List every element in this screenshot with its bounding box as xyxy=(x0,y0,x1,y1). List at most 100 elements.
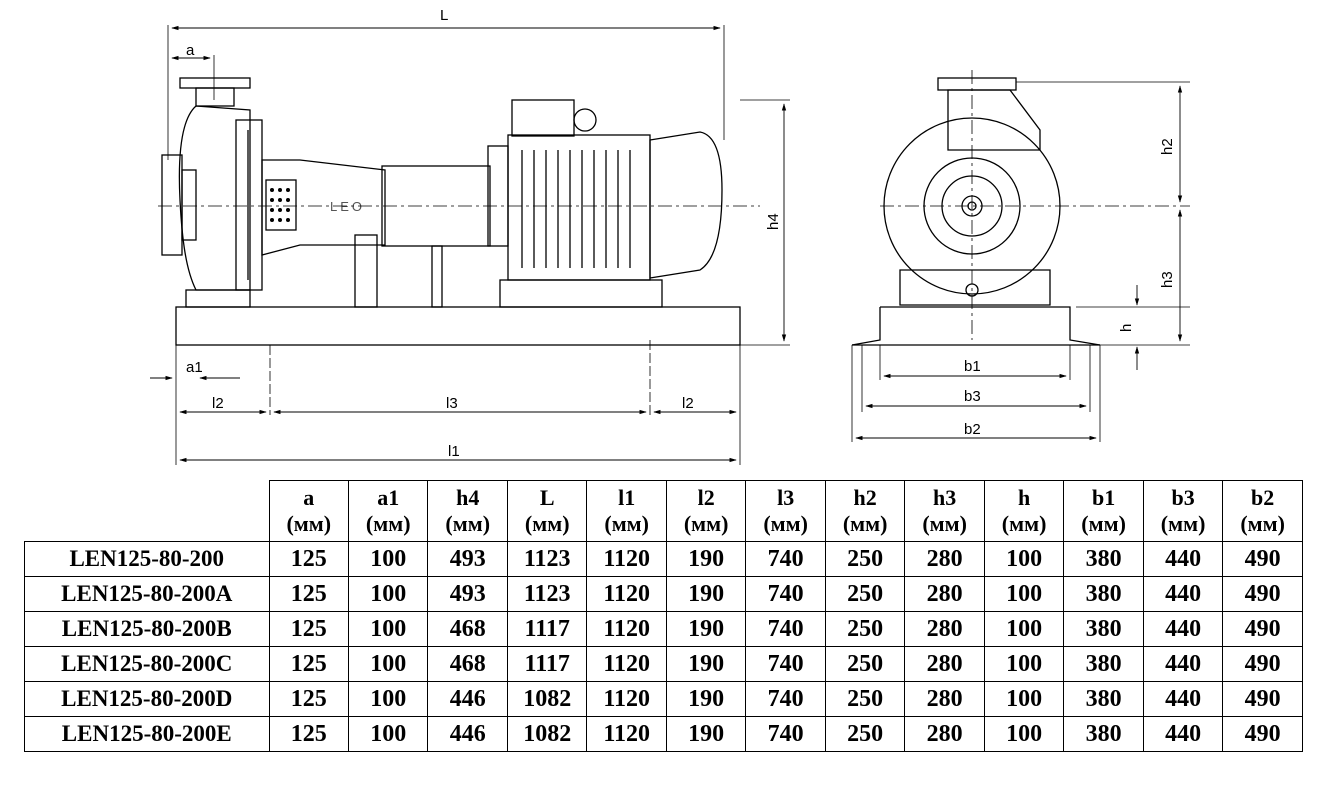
value-cell: 1120 xyxy=(586,716,667,752)
value-cell: 1123 xyxy=(506,576,588,612)
column-header: b3(мм) xyxy=(1142,480,1224,542)
dim-label-h3: h3 xyxy=(1159,271,1176,288)
front-view xyxy=(851,70,1190,442)
value-cell: 740 xyxy=(745,646,826,682)
dim-label-b2: b2 xyxy=(964,421,981,438)
value-cell: 125 xyxy=(268,681,350,717)
value-cell: 1120 xyxy=(586,541,667,577)
value-cell: 380 xyxy=(1063,681,1144,717)
value-cell: 100 xyxy=(347,681,429,717)
value-cell: 1117 xyxy=(506,646,588,682)
pump-dimension-drawing: LEO xyxy=(150,7,1190,465)
value-cell: 125 xyxy=(268,541,350,577)
value-cell: 100 xyxy=(347,576,429,612)
value-cell: 740 xyxy=(745,681,826,717)
value-cell: 125 xyxy=(268,576,350,612)
column-header: b2(мм) xyxy=(1222,480,1303,542)
column-header: l2(мм) xyxy=(665,480,747,542)
dim-label-a: a xyxy=(186,42,195,59)
value-cell: 740 xyxy=(745,611,826,647)
value-cell: 380 xyxy=(1063,541,1144,577)
dim-label-h: h xyxy=(1118,324,1135,332)
value-cell: 280 xyxy=(904,541,985,577)
value-cell: 440 xyxy=(1142,646,1224,682)
value-cell: 190 xyxy=(665,541,747,577)
model-name-cell: LEN125-80-200D xyxy=(24,681,270,717)
front-base xyxy=(851,306,1101,346)
value-cell: 490 xyxy=(1222,576,1303,612)
dim-label-l2-left: l2 xyxy=(212,395,224,412)
dim-label-L: L xyxy=(440,7,448,24)
value-cell: 440 xyxy=(1142,541,1224,577)
value-cell: 380 xyxy=(1063,611,1144,647)
dim-label-h2: h2 xyxy=(1159,138,1176,155)
value-cell: 380 xyxy=(1063,716,1144,752)
value-cell: 1082 xyxy=(506,716,588,752)
value-cell: 1082 xyxy=(506,681,588,717)
value-cell: 380 xyxy=(1063,646,1144,682)
value-cell: 490 xyxy=(1222,541,1303,577)
motor xyxy=(487,99,723,308)
value-cell: 250 xyxy=(824,611,906,647)
value-cell: 493 xyxy=(427,541,508,577)
model-name-cell: LEN125-80-200B xyxy=(24,611,270,647)
value-cell: 125 xyxy=(268,646,350,682)
value-cell: 1123 xyxy=(506,541,588,577)
value-cell: 250 xyxy=(824,576,906,612)
value-cell: 490 xyxy=(1222,681,1303,717)
side-view: LEO xyxy=(150,25,790,465)
column-header: l3(мм) xyxy=(745,480,826,542)
model-name-cell: LEN125-80-200E xyxy=(24,716,270,752)
dimensions-table: a(мм) a1(мм) h4(мм) L(мм) l1(мм) l2(мм) … xyxy=(24,480,1303,752)
value-cell: 446 xyxy=(427,681,508,717)
value-cell: 190 xyxy=(665,716,747,752)
value-cell: 100 xyxy=(983,681,1065,717)
value-cell: 468 xyxy=(427,646,508,682)
table-corner-cell xyxy=(24,480,270,542)
value-cell: 280 xyxy=(904,611,985,647)
model-name-cell: LEN125-80-200 xyxy=(24,541,270,577)
value-cell: 1120 xyxy=(586,681,667,717)
value-cell: 740 xyxy=(745,576,826,612)
value-cell: 1120 xyxy=(586,646,667,682)
value-cell: 190 xyxy=(665,611,747,647)
table-header-row: a(мм) a1(мм) h4(мм) L(мм) l1(мм) l2(мм) … xyxy=(24,480,1303,542)
value-cell: 440 xyxy=(1142,576,1224,612)
value-cell: 250 xyxy=(824,541,906,577)
dim-label-l2-right: l2 xyxy=(682,395,694,412)
dim-label-a1: a1 xyxy=(186,359,203,376)
column-header: a1(мм) xyxy=(347,480,429,542)
value-cell: 250 xyxy=(824,681,906,717)
value-cell: 740 xyxy=(745,716,826,752)
value-cell: 190 xyxy=(665,646,747,682)
value-cell: 280 xyxy=(904,681,985,717)
value-cell: 1120 xyxy=(586,576,667,612)
dim-label-l1: l1 xyxy=(448,443,460,460)
column-header: h4(мм) xyxy=(427,480,508,542)
pump-logo: LEO xyxy=(330,199,365,214)
dim-label-b1: b1 xyxy=(964,358,981,375)
value-cell: 280 xyxy=(904,716,985,752)
value-cell: 125 xyxy=(268,716,350,752)
pump-casing xyxy=(161,77,263,308)
value-cell: 380 xyxy=(1063,576,1144,612)
value-cell: 490 xyxy=(1222,716,1303,752)
value-cell: 250 xyxy=(824,646,906,682)
value-cell: 740 xyxy=(745,541,826,577)
value-cell: 490 xyxy=(1222,611,1303,647)
value-cell: 493 xyxy=(427,576,508,612)
value-cell: 100 xyxy=(983,576,1065,612)
model-name-cell: LEN125-80-200C xyxy=(24,646,270,682)
value-cell: 100 xyxy=(347,646,429,682)
value-cell: 190 xyxy=(665,681,747,717)
value-cell: 440 xyxy=(1142,611,1224,647)
value-cell: 1117 xyxy=(506,611,588,647)
column-header: L(мм) xyxy=(506,480,588,542)
value-cell: 100 xyxy=(983,716,1065,752)
value-cell: 446 xyxy=(427,716,508,752)
column-header: b1(мм) xyxy=(1063,480,1144,542)
value-cell: 100 xyxy=(983,611,1065,647)
